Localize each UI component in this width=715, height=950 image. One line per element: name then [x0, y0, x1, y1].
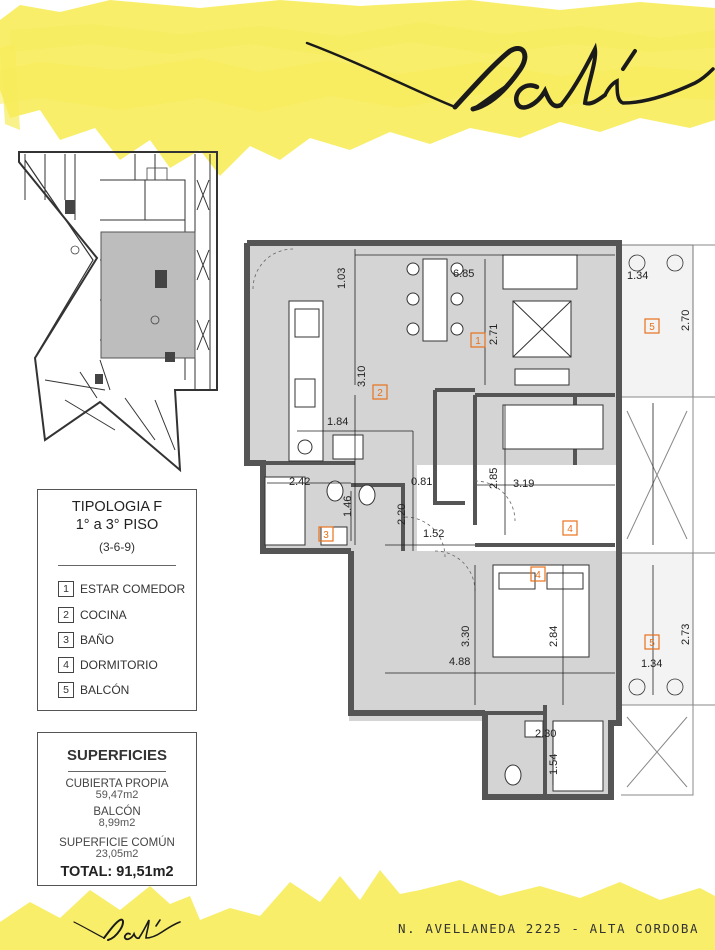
address-footer: N. AVELLANEDA 2225 - ALTA CORDOBA	[398, 921, 700, 936]
surface-value: 8,99m2	[98, 817, 136, 829]
dimension-label: 2.30	[535, 728, 556, 740]
dimension-label: 2.42	[289, 476, 310, 488]
dimension-label: 3.10	[356, 366, 368, 387]
legend-item: 5 BALCÓN	[58, 681, 129, 699]
dimension-label: 2.70	[680, 310, 692, 331]
building-key-plan	[18, 151, 218, 473]
dimension-label: 1.34	[641, 658, 662, 670]
divider	[58, 565, 176, 566]
surfaces-box: SUPERFICIES CUBIERTA PROPIA 59,47m2 BALC…	[37, 732, 197, 886]
legend-number: 4	[58, 657, 74, 673]
surface-value: 23,05m2	[95, 848, 139, 860]
typology-title: TIPOLOGIA F	[71, 499, 163, 515]
legend-item: 3 BAÑO	[58, 631, 114, 649]
dimension-label: 2.71	[488, 324, 500, 345]
unit-floor-plan: 1 2 3 4 4 5 5 6.85 1.03 2.71 3.10 1.84 0…	[244, 240, 715, 800]
dimension-label: 1.52	[423, 528, 444, 540]
legend-label: ESTAR COMEDOR	[80, 582, 186, 596]
surface-label: CUBIERTA PROPIA	[65, 778, 169, 790]
dimension-label: 2.20	[396, 504, 408, 525]
legend-item: 1 ESTAR COMEDOR	[58, 580, 185, 598]
yellow-brush-header	[0, 0, 715, 176]
dali-logo-small	[73, 918, 181, 941]
dimension-label: 1.54	[548, 754, 560, 775]
room-tag: 5	[649, 638, 655, 649]
yellow-brush-footer	[0, 870, 715, 950]
surface-total: TOTAL: 91,51m2	[60, 864, 174, 880]
dimension-label: 1.34	[627, 270, 648, 282]
room-tag: 4	[567, 524, 573, 535]
dimension-label: 3.30	[460, 626, 472, 647]
dimension-label: 2.73	[680, 624, 692, 645]
legend-label: COCINA	[80, 608, 127, 622]
dali-logo	[305, 41, 715, 112]
dimension-label: 6.85	[453, 268, 474, 280]
surface-label: BALCÓN	[93, 806, 141, 818]
dimension-label: 1.03	[336, 268, 348, 289]
legend-label: DORMITORIO	[80, 658, 158, 672]
legend-label: BALCÓN	[80, 683, 130, 697]
surfaces-title: SUPERFICIES	[66, 747, 168, 764]
legend-number: 1	[58, 581, 74, 597]
room-tag: 1	[475, 336, 481, 347]
dimension-label: 1.46	[342, 496, 354, 517]
dimension-label: 0.81	[411, 476, 432, 488]
legend-number: 5	[58, 682, 74, 698]
legend-item: 4 DORMITORIO	[58, 656, 158, 674]
dimension-label: 4.88	[449, 656, 470, 668]
typology-box: TIPOLOGIA F 1° a 3° PISO (3-6-9) 1 ESTAR…	[37, 489, 197, 711]
room-tag: 4	[535, 570, 541, 581]
surface-value: 59,47m2	[95, 789, 139, 801]
dimension-label: 3.19	[513, 478, 534, 490]
typology-floor-numbers: (3-6-9)	[98, 540, 135, 554]
dimension-label: 2.84	[548, 626, 560, 647]
typology-floors: 1° a 3° PISO	[75, 517, 159, 533]
dimension-label: 2.85	[488, 468, 500, 489]
legend-number: 3	[58, 632, 74, 648]
highlighted-unit	[100, 231, 196, 359]
dimension-label: 1.84	[327, 416, 348, 428]
legend-number: 2	[58, 607, 74, 623]
legend-label: BAÑO	[80, 633, 115, 647]
legend-item: 2 COCINA	[58, 606, 127, 624]
room-tag: 5	[649, 322, 655, 333]
divider	[68, 771, 166, 772]
room-tag: 3	[323, 530, 329, 541]
surface-label: SUPERFICIE COMÚN	[59, 837, 175, 849]
room-tag: 2	[377, 388, 383, 399]
